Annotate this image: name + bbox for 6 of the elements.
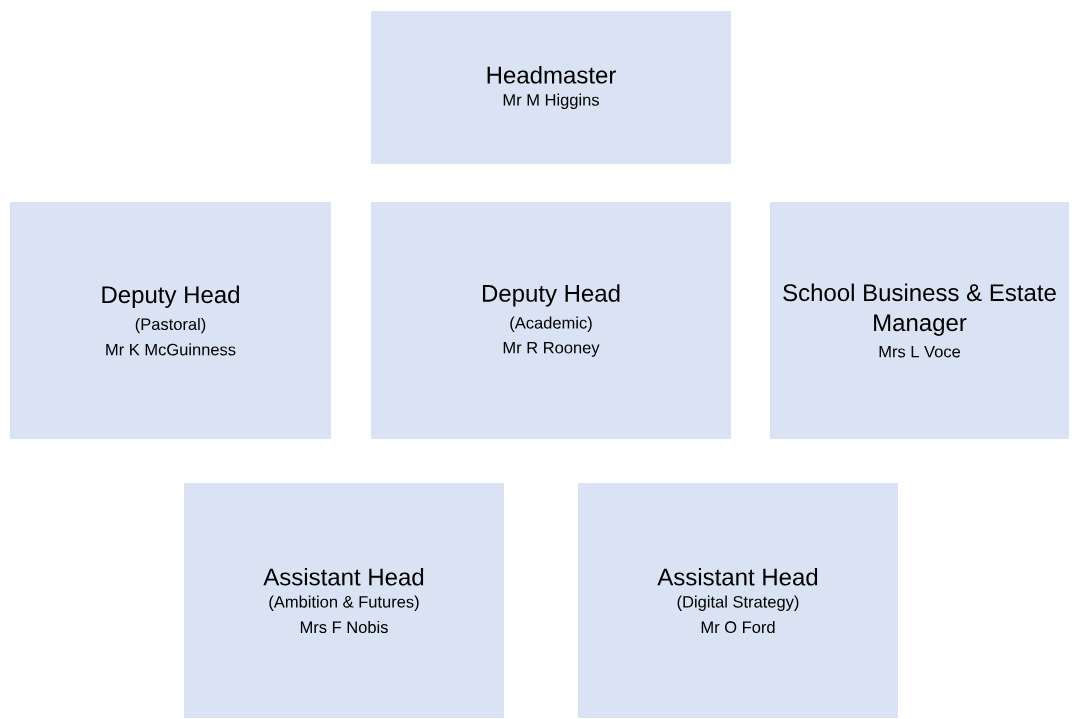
role-box: Deputy Head (Pastoral) Mr K McGuinness	[10, 202, 331, 439]
role-box: Headmaster Mr M Higgins	[371, 11, 731, 164]
role-box: School Business & Estate Manager Mrs L Voce	[770, 202, 1069, 439]
role-box: Deputy Head (Academic) Mr R Rooney	[371, 202, 731, 439]
role-box: Assistant Head (Digital Strategy) Mr O Ford	[578, 483, 898, 718]
role-box: Assistant Head (Ambition & Futures) Mrs F Nobis	[184, 483, 504, 718]
